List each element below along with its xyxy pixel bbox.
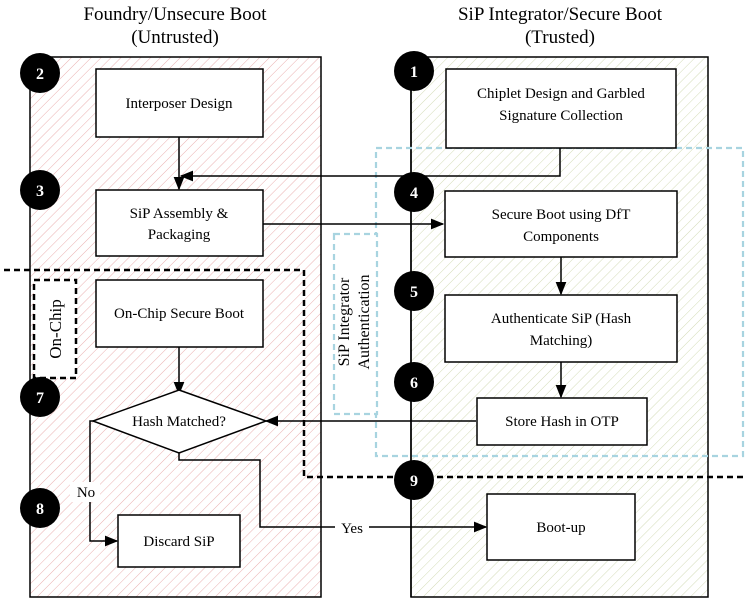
step-2-marker: 2 <box>20 53 60 93</box>
step-4-number: 4 <box>410 185 418 202</box>
yes-label-bg <box>335 518 369 537</box>
step-1-number: 1 <box>410 64 418 81</box>
decision-hash-matched-label: Hash Matched? <box>132 414 226 430</box>
decision-hash-matched: Hash Matched? <box>90 389 269 454</box>
box-sip-assembly-line2: Packaging <box>148 227 211 243</box>
no-label: No <box>77 485 95 501</box>
box-sip-assembly-line1: SiP Assembly & <box>130 206 229 222</box>
step-3-marker: 3 <box>20 170 60 210</box>
box-secure-boot-dft: Secure Boot using DfT Components <box>444 190 678 258</box>
authentication-label-line1: SiP Integrator <box>336 277 353 366</box>
step-8-number: 8 <box>36 501 44 518</box>
step-7-number: 7 <box>36 390 44 407</box>
right-column-subtitle: (Trusted) <box>525 27 595 48</box>
step-6-marker: 6 <box>394 362 434 402</box>
step-3-number: 3 <box>36 183 44 200</box>
step-4-marker: 4 <box>394 172 434 212</box>
box-chiplet-design: Chiplet Design and Garbled Signature Col… <box>445 68 677 149</box>
box-boot-up: Boot-up <box>486 493 636 561</box>
box-store-hash-label: Store Hash in OTP <box>505 414 619 430</box>
box-authenticate-sip: Authenticate SiP (Hash Matching) <box>444 294 678 363</box>
step-6-number: 6 <box>410 375 418 392</box>
on-chip-region <box>4 268 745 479</box>
step-9-number: 9 <box>410 473 418 490</box>
box-sip-assembly: SiP Assembly & Packaging <box>95 189 264 257</box>
left-column-subtitle: (Untrusted) <box>131 27 219 48</box>
left-column-title: Foundry/Unsecure Boot <box>83 4 267 25</box>
on-chip-label: On-Chip <box>46 299 65 359</box>
connector-chiplet-to-assembly <box>179 148 561 182</box>
box-on-chip-secure-boot: On-Chip Secure Boot <box>95 279 264 348</box>
step-5-number: 5 <box>410 284 418 301</box>
box-interposer-design-label: Interposer Design <box>125 96 233 112</box>
step-8-marker: 8 <box>20 488 60 528</box>
box-chiplet-design-line1: Chiplet Design and Garbled <box>477 86 645 102</box>
box-interposer-design: Interposer Design <box>95 68 264 138</box>
step-5-marker: 5 <box>394 271 434 311</box>
box-store-hash: Store Hash in OTP <box>476 397 648 446</box>
box-discard-sip-label: Discard SiP <box>143 534 214 550</box>
step-9-marker: 9 <box>394 460 434 500</box>
on-chip-label-box <box>32 278 78 380</box>
right-column-title: SiP Integrator/Secure Boot <box>458 4 663 25</box>
box-on-chip-secure-boot-label: On-Chip Secure Boot <box>114 306 245 322</box>
box-authenticate-sip-line2: Matching) <box>530 333 592 349</box>
step-7-marker: 7 <box>20 377 60 417</box>
authentication-label-box <box>332 232 379 416</box>
box-authenticate-sip-line1: Authenticate SiP (Hash <box>491 311 632 327</box>
box-discard-sip: Discard SiP <box>117 514 241 568</box>
no-label-bg <box>70 482 100 502</box>
step-2-number: 2 <box>36 66 44 83</box>
authentication-label-line2: Authentication <box>356 274 373 369</box>
box-secure-boot-dft-line1: Secure Boot using DfT <box>492 207 631 223</box>
step-1-marker: 1 <box>394 51 434 91</box>
yes-label: Yes <box>341 521 363 537</box>
box-secure-boot-dft-line2: Components <box>523 229 599 245</box>
box-boot-up-label: Boot-up <box>536 520 585 536</box>
box-chiplet-design-line2: Signature Collection <box>499 108 623 124</box>
